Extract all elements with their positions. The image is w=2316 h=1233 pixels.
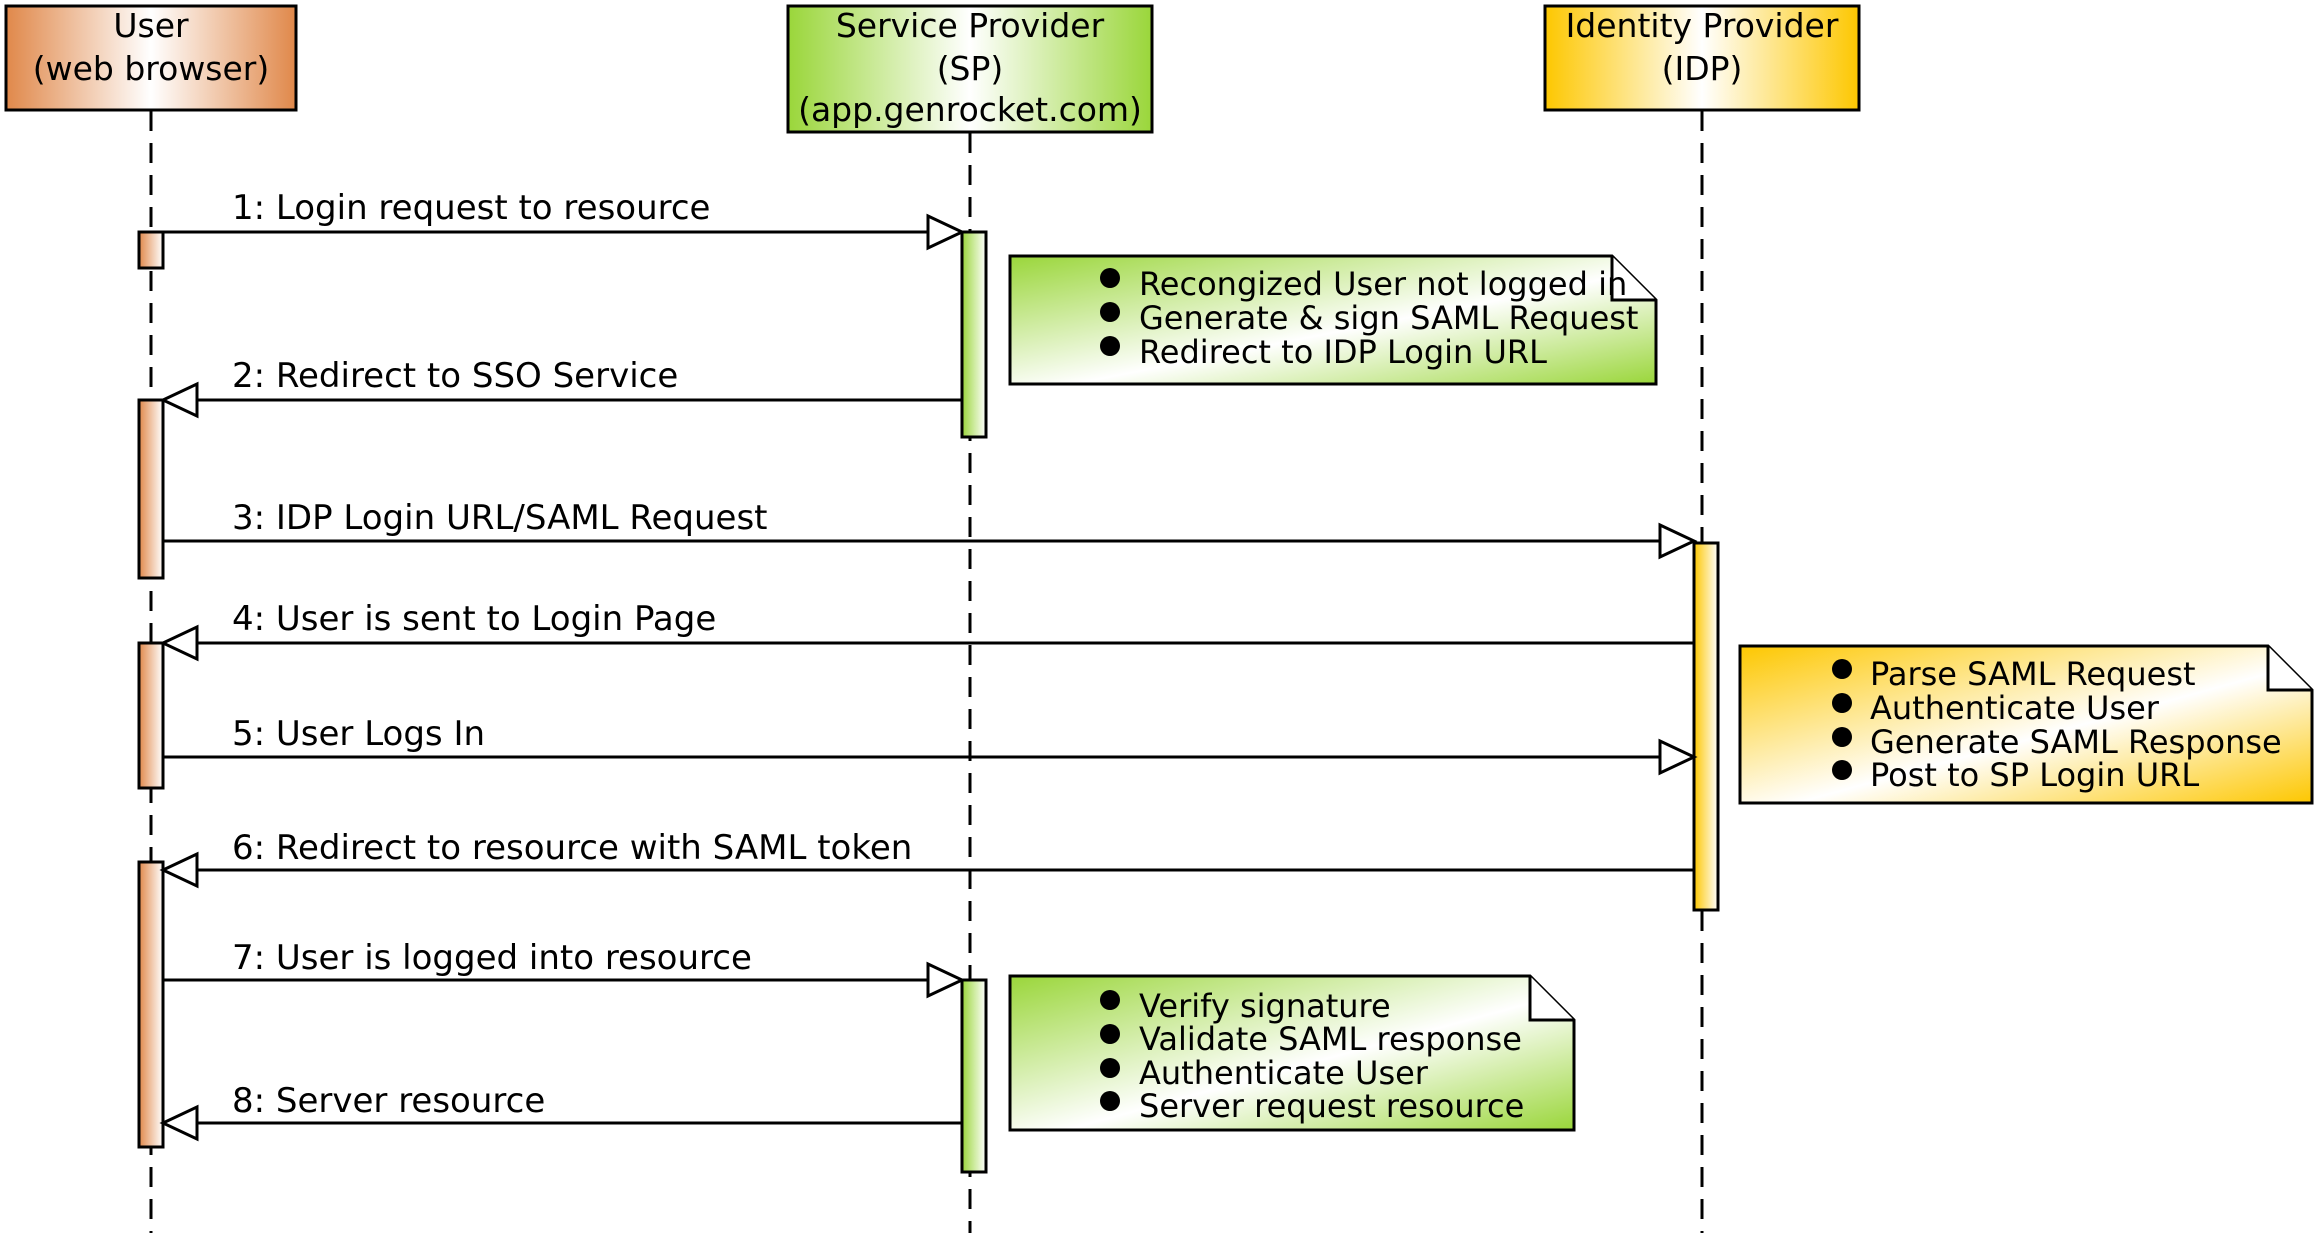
activations (137, 230, 1720, 1174)
message-8-label: 8: Server resource (232, 1081, 545, 1121)
note-idp-bullet-4 (1832, 760, 1852, 780)
note-sp-2-bullet-3 (1100, 1058, 1120, 1078)
activation-sp-2 (960, 978, 988, 1174)
actor-user-line-2: (web browser) (33, 49, 270, 88)
note-sp-1-item-3: Redirect to IDP Login URL (1139, 333, 1547, 371)
activation-user-3 (137, 641, 165, 790)
message-7-label: 7: User is logged into resource (232, 938, 752, 978)
actor-sp-line-1: Service Provider (836, 6, 1105, 45)
actor-sp-line-2: (SP) (937, 49, 1004, 88)
note-idp: Parse SAML Request Authenticate User Gen… (1738, 644, 2314, 805)
message-7: 7: User is logged into resource (163, 938, 966, 999)
note-idp-item-1: Parse SAML Request (1870, 655, 2196, 693)
activation-user-1 (137, 230, 165, 270)
activation-idp-1 (1692, 541, 1720, 912)
message-4: 4: User is sent to Login Page (159, 599, 1694, 662)
note-idp-bullet-2 (1832, 693, 1852, 713)
message-1-label: 1: Login request to resource (232, 188, 710, 228)
note-sp-2-item-3: Authenticate User (1139, 1054, 1429, 1092)
message-2-label: 2: Redirect to SSO Service (232, 356, 678, 396)
note-idp-bullet-1 (1832, 659, 1852, 679)
note-sp-1: Recongized User not logged in Generate &… (1008, 254, 1658, 386)
note-sp-2-item-4: Server request resource (1139, 1087, 1524, 1125)
activation-user-2 (137, 398, 165, 580)
message-3-label: 3: IDP Login URL/SAML Request (232, 498, 768, 538)
message-6-label: 6: Redirect to resource with SAML token (232, 828, 912, 868)
note-sp-1-item-1: Recongized User not logged in (1139, 265, 1627, 303)
note-sp-2-item-1: Verify signature (1139, 987, 1391, 1025)
actor-idp-line-1: Identity Provider (1566, 6, 1839, 45)
note-sp-1-bullet-3 (1100, 336, 1120, 356)
message-3: 3: IDP Login URL/SAML Request (163, 498, 1698, 560)
note-sp-1-item-2: Generate & sign SAML Request (1139, 299, 1638, 337)
note-sp-2: Verify signature Validate SAML response … (1008, 974, 1576, 1132)
message-6: 6: Redirect to resource with SAML token (159, 828, 1694, 889)
note-idp-item-2: Authenticate User (1870, 689, 2160, 727)
messages: 1: Login request to resource 2: Redirect… (159, 188, 1698, 1142)
note-idp-bullet-3 (1832, 727, 1852, 747)
note-sp-2-bullet-2 (1100, 1024, 1120, 1044)
actor-sp: Service Provider (SP) (app.genrocket.com… (786, 4, 1154, 134)
activation-sp-1 (960, 230, 988, 439)
note-sp-2-item-2: Validate SAML response (1139, 1020, 1522, 1058)
actor-sp-line-3: (app.genrocket.com) (798, 90, 1142, 129)
note-idp-item-4: Post to SP Login URL (1870, 756, 2199, 794)
note-sp-2-bullet-1 (1100, 990, 1120, 1010)
actor-idp-line-2: (IDP) (1662, 49, 1743, 88)
activation-user-4 (137, 860, 165, 1149)
message-2: 2: Redirect to SSO Service (159, 356, 962, 419)
note-sp-2-bullet-4 (1100, 1091, 1120, 1111)
note-idp-item-3: Generate SAML Response (1870, 723, 2282, 761)
message-5: 5: User Logs In (163, 714, 1698, 776)
message-4-label: 4: User is sent to Login Page (232, 599, 716, 639)
actor-idp: Identity Provider (IDP) (1543, 4, 1861, 112)
actor-user-line-1: User (113, 6, 189, 45)
message-5-label: 5: User Logs In (232, 714, 485, 754)
note-sp-1-bullet-2 (1100, 302, 1120, 322)
note-sp-1-bullet-1 (1100, 268, 1120, 288)
message-8: 8: Server resource (159, 1081, 962, 1142)
actor-user: User (web browser) (4, 4, 298, 112)
message-1: 1: Login request to resource (163, 188, 966, 251)
